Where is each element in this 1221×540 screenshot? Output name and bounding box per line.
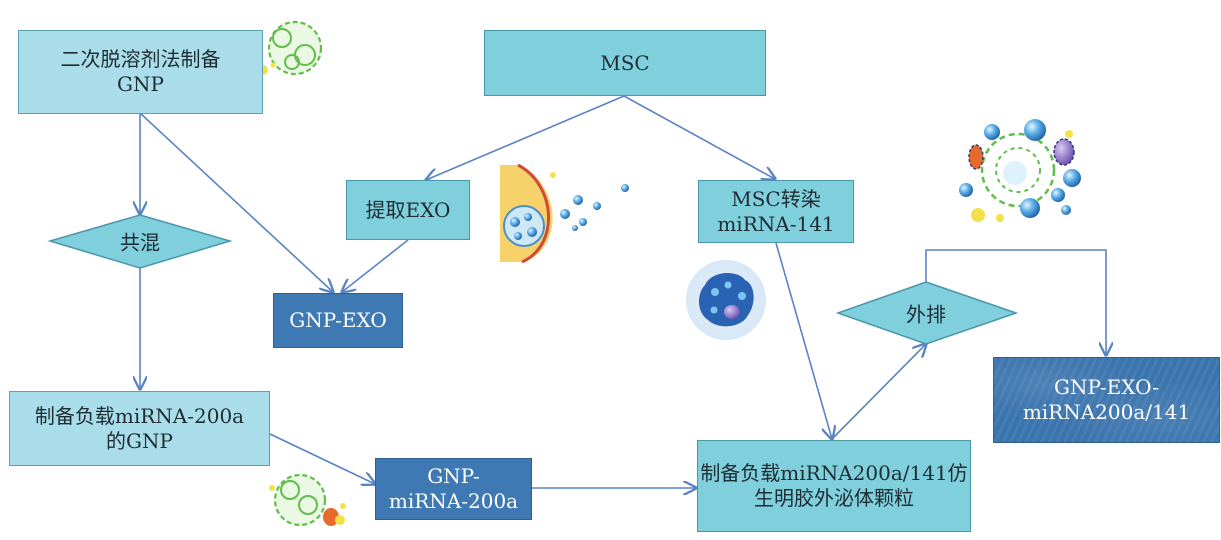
msc-transfect-label: MSC转染 miRNA-141 xyxy=(717,186,835,236)
msc-cell-icon xyxy=(686,260,766,340)
gnp-load-box: 制备负载miRNA-200a 的GNP xyxy=(9,391,270,466)
arrow-load-to-gnp-mirna xyxy=(269,433,375,484)
arrow-transfect-to-mimic xyxy=(775,242,832,439)
msc-box: MSC xyxy=(484,30,766,96)
cell-membrane-exosome-icon xyxy=(500,163,629,264)
arrow-efflux-to-final xyxy=(925,249,1106,355)
exosome-mimic-box: 制备负载miRNA200a/141仿 生明胶外泌体颗粒 xyxy=(697,440,971,532)
exosome-product-icon xyxy=(959,119,1081,222)
efflux-diamond xyxy=(835,281,1019,345)
arrows xyxy=(139,95,1106,488)
gnp-prep-box: 二次脱溶剂法制备 GNP xyxy=(18,30,263,114)
gnp-mirna-label: GNP- miRNA-200a xyxy=(388,464,519,513)
final-product-label: GNP-EXO- miRNA200a/141 xyxy=(1022,375,1191,424)
arrow-msc-to-extract xyxy=(426,95,625,180)
mix-diamond xyxy=(47,214,233,269)
msc-transfect-box: MSC转染 miRNA-141 xyxy=(698,180,854,243)
gnp-mirna-box: GNP- miRNA-200a xyxy=(375,458,532,520)
arrow-mimic-to-efflux xyxy=(831,344,926,440)
nanoparticle-cluster-icon xyxy=(258,20,323,76)
arrow-extract-to-gnp-exo xyxy=(342,239,409,292)
arrow-gnp-to-gnp-exo xyxy=(139,112,333,292)
gnp-exo-box: GNP-EXO xyxy=(273,293,403,348)
loaded-nanoparticle-icon xyxy=(269,473,346,527)
mix-label: 共混 xyxy=(120,230,160,255)
gnp-exo-label: GNP-EXO xyxy=(289,308,387,332)
efflux-label: 外排 xyxy=(906,302,946,327)
gnp-prep-label: 二次脱溶剂法制备 GNP xyxy=(60,47,221,96)
gnp-load-label: 制备负载miRNA-200a 的GNP xyxy=(34,403,245,453)
extract-exo-box: 提取EXO xyxy=(346,180,470,240)
extract-exo-label: 提取EXO xyxy=(365,197,451,222)
arrow-msc-to-transfect xyxy=(623,95,775,179)
exosome-mimic-label: 制备负载miRNA200a/141仿 生明胶外泌体颗粒 xyxy=(700,461,968,510)
final-product-box: GNP-EXO- miRNA200a/141 xyxy=(993,357,1220,443)
msc-label: MSC xyxy=(600,50,650,75)
